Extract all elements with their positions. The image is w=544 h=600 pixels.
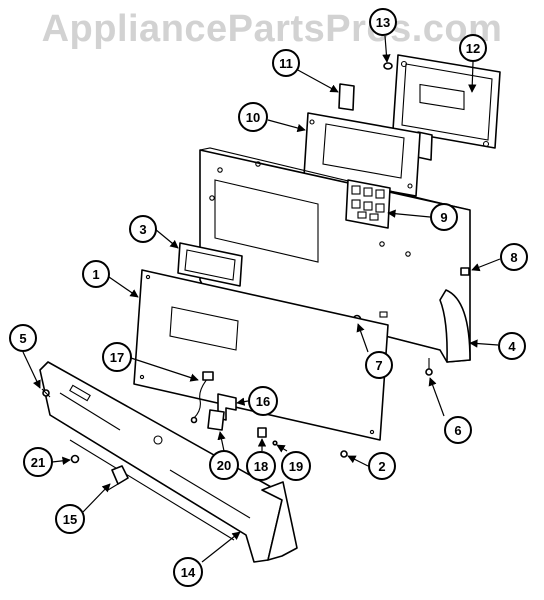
part-17-wire-harness bbox=[190, 371, 214, 424]
part-1-overlay-panel bbox=[133, 269, 389, 441]
leader-15 bbox=[82, 483, 111, 513]
callout-14: 14 bbox=[173, 557, 203, 587]
callout-17: 17 bbox=[102, 342, 132, 372]
leader-11 bbox=[295, 68, 339, 93]
callout-20: 20 bbox=[209, 450, 239, 480]
part-10-display-frame bbox=[303, 112, 421, 197]
callout-6-label: 6 bbox=[454, 423, 461, 438]
callout-13-label: 13 bbox=[376, 15, 390, 30]
leader-7 bbox=[356, 323, 369, 353]
leader-19 bbox=[276, 444, 288, 453]
callout-21: 21 bbox=[23, 447, 53, 477]
callout-18-label: 18 bbox=[254, 459, 268, 474]
leader-5 bbox=[22, 351, 41, 389]
leader-3 bbox=[154, 228, 179, 249]
part-21-clip bbox=[70, 454, 80, 464]
callout-15-label: 15 bbox=[63, 512, 77, 527]
leader-9 bbox=[387, 209, 431, 218]
leader-2 bbox=[347, 455, 369, 467]
callout-6: 6 bbox=[444, 416, 472, 444]
callout-2: 2 bbox=[368, 452, 396, 480]
callout-11-label: 11 bbox=[279, 56, 293, 71]
callout-16: 16 bbox=[248, 386, 278, 416]
callout-11: 11 bbox=[272, 49, 300, 77]
part-8-clip bbox=[460, 267, 470, 276]
callout-7-label: 7 bbox=[375, 358, 382, 373]
callout-1-label: 1 bbox=[92, 267, 99, 282]
leader-20 bbox=[217, 431, 226, 452]
callout-3-label: 3 bbox=[139, 222, 146, 237]
callout-15: 15 bbox=[55, 504, 85, 534]
part-19-pin bbox=[272, 440, 278, 446]
callout-17-label: 17 bbox=[110, 350, 124, 365]
callout-8: 8 bbox=[500, 243, 528, 271]
callout-9: 9 bbox=[430, 203, 458, 231]
callout-3: 3 bbox=[129, 215, 157, 243]
callout-20-label: 20 bbox=[217, 458, 231, 473]
part-18-clip bbox=[257, 427, 267, 438]
callout-16-label: 16 bbox=[256, 394, 270, 409]
leader-21 bbox=[51, 456, 71, 466]
part-11-pad bbox=[338, 83, 355, 111]
part-13-clip bbox=[383, 62, 393, 70]
callout-21-label: 21 bbox=[31, 455, 45, 470]
callout-19-label: 19 bbox=[289, 459, 303, 474]
callout-4-label: 4 bbox=[508, 339, 516, 354]
callout-4: 4 bbox=[498, 332, 526, 360]
callout-8-label: 8 bbox=[510, 250, 517, 265]
callout-10-label: 10 bbox=[246, 110, 260, 125]
part-20-bracket bbox=[207, 409, 225, 431]
watermark: AppliancePartsPros.com bbox=[41, 8, 503, 50]
leader-6 bbox=[428, 377, 445, 417]
part-6-screw bbox=[425, 358, 433, 376]
callout-12-label: 12 bbox=[466, 41, 480, 56]
part-15-knob bbox=[107, 465, 129, 491]
leader-8 bbox=[471, 258, 501, 272]
part-12-trim-plate bbox=[392, 54, 501, 149]
callout-14-label: 14 bbox=[181, 565, 196, 580]
part-9-switch-cluster bbox=[345, 179, 391, 229]
leader-4 bbox=[469, 339, 499, 348]
leader-17 bbox=[130, 357, 199, 382]
leader-12 bbox=[468, 61, 477, 93]
callout-12: 12 bbox=[459, 34, 487, 62]
part-3-lens bbox=[177, 242, 243, 287]
leader-10 bbox=[267, 119, 306, 133]
callout-13: 13 bbox=[369, 8, 397, 36]
leader-13 bbox=[382, 35, 391, 63]
leader-14 bbox=[201, 531, 241, 563]
callout-18: 18 bbox=[246, 451, 276, 481]
callout-5-label: 5 bbox=[19, 331, 26, 346]
leader-16 bbox=[236, 397, 249, 406]
part-5-screw bbox=[41, 388, 51, 398]
part-14-front-trim bbox=[39, 361, 298, 563]
part-2-screw bbox=[340, 450, 348, 458]
leader-lines bbox=[22, 35, 501, 563]
callout-7: 7 bbox=[365, 351, 393, 379]
callout-19: 19 bbox=[281, 451, 311, 481]
leader-1 bbox=[108, 276, 139, 298]
callout-5: 5 bbox=[9, 324, 37, 352]
callout-10: 10 bbox=[238, 102, 268, 132]
callout-9-label: 9 bbox=[440, 210, 447, 225]
callout-2-label: 2 bbox=[378, 459, 385, 474]
callout-1: 1 bbox=[82, 260, 110, 288]
